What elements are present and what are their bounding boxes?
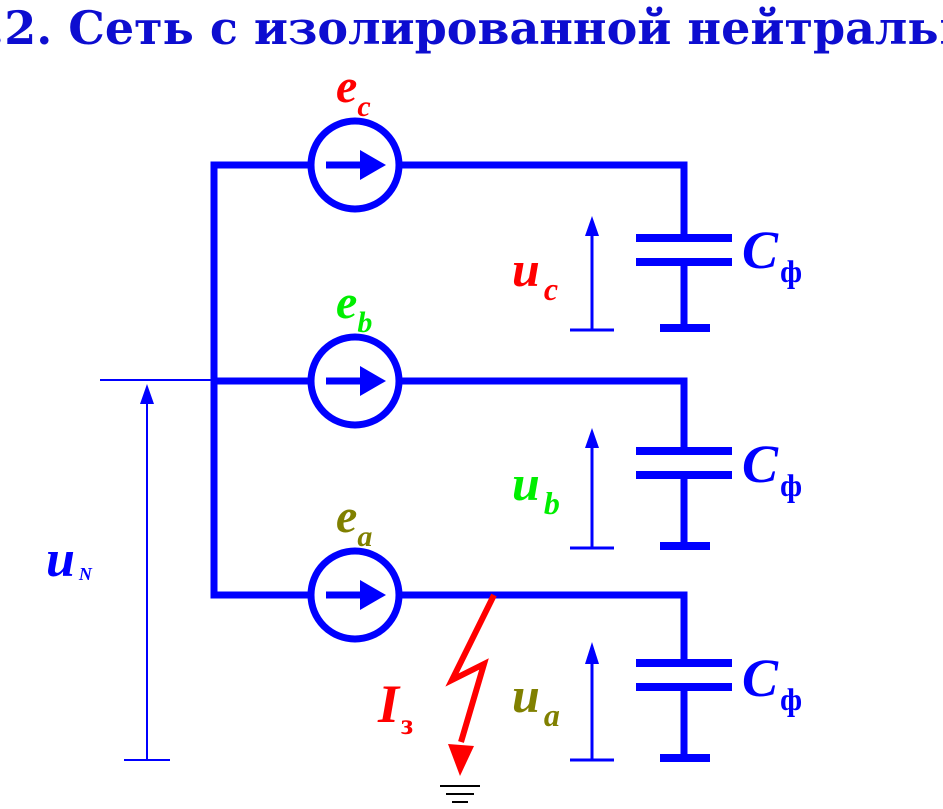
ground-fault: [440, 593, 497, 803]
voltage-b-arrowhead-icon: [585, 428, 599, 448]
source-b: [307, 333, 403, 429]
voltage-c-arrowhead-icon: [585, 216, 599, 236]
source-c: [307, 117, 403, 213]
source-b-label: eb: [336, 276, 372, 339]
capacitor-b-label: Cф: [742, 434, 802, 503]
source-a: [307, 547, 403, 643]
source-a-label: ea: [336, 490, 372, 553]
wiring: [210, 161, 688, 762]
neutral-voltage-arrow: [100, 379, 214, 761]
fault-arrowhead-icon: [448, 744, 474, 776]
source-b-arrow-icon: [360, 366, 386, 396]
source-c-label: ec: [336, 60, 371, 123]
source-a-arrow-icon: [360, 580, 386, 610]
earth-ground-icon: [440, 785, 480, 803]
capacitor-c-label: Cф: [742, 220, 802, 289]
voltage-a-arrowhead-icon: [585, 642, 599, 664]
fault-lightning-icon: [445, 593, 497, 743]
neutral-arrowhead-icon: [140, 384, 154, 404]
capacitors: [636, 234, 732, 762]
source-c-arrow-icon: [360, 150, 386, 180]
fault-current-label: Iз: [377, 674, 413, 741]
page-title: 2.2. Сеть с изолированной нейтралью: [0, 1, 943, 55]
phase-voltage-arrows: [570, 216, 614, 762]
capacitor-a-label: Cф: [742, 648, 802, 717]
